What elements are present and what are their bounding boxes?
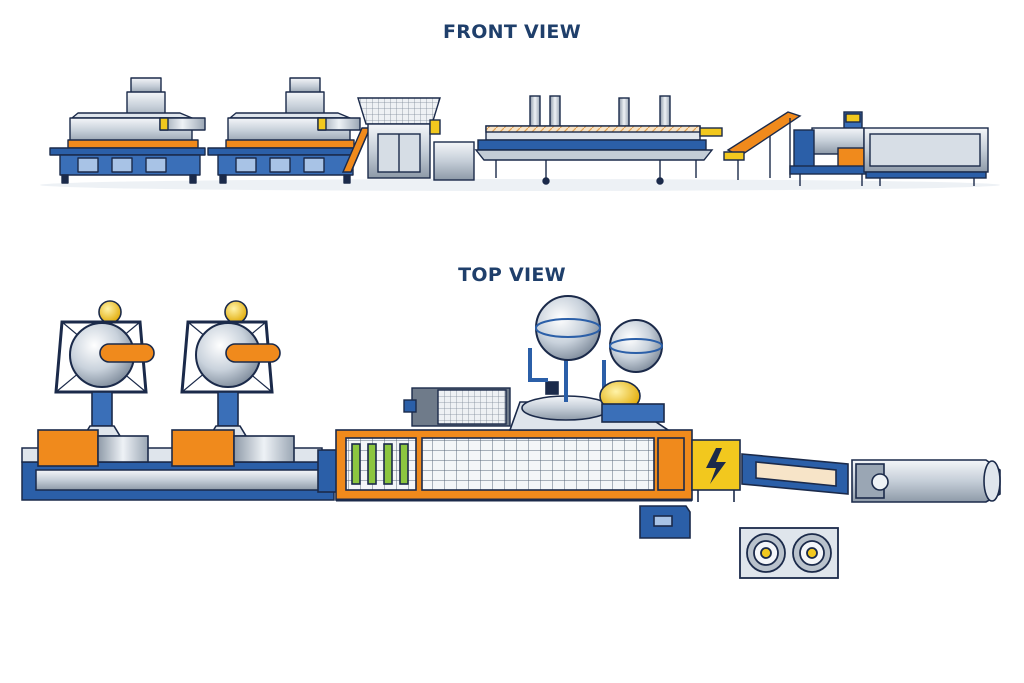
- top-cyclone-spheres: [508, 295, 671, 431]
- front-extruder-machine-1: [49, 77, 206, 184]
- lightning-bolt-icon: [706, 448, 726, 484]
- top-exit-chute: [851, 459, 1001, 503]
- front-inclined-conveyor-2: [723, 111, 802, 180]
- top-tumbler-drum-2: [171, 300, 295, 467]
- front-extruder-machine-2: [207, 77, 361, 184]
- top-control-box: [639, 505, 691, 539]
- front-conveyor-fryer: [474, 95, 723, 185]
- top-twin-reel-panel: [739, 527, 839, 579]
- top-electrical-cabinet: [691, 439, 741, 502]
- top-exit-conveyor: [741, 453, 849, 495]
- top-tumbler-drum-1: [37, 300, 155, 467]
- top-filter-unit: [403, 387, 511, 427]
- front-packaging-unit: [789, 111, 989, 186]
- top-view-title: TOP VIEW: [458, 264, 566, 286]
- front-view-title: FRONT VIEW: [443, 21, 581, 43]
- front-hopper-mixer: [357, 97, 475, 181]
- top-processing-tunnel: [317, 429, 693, 502]
